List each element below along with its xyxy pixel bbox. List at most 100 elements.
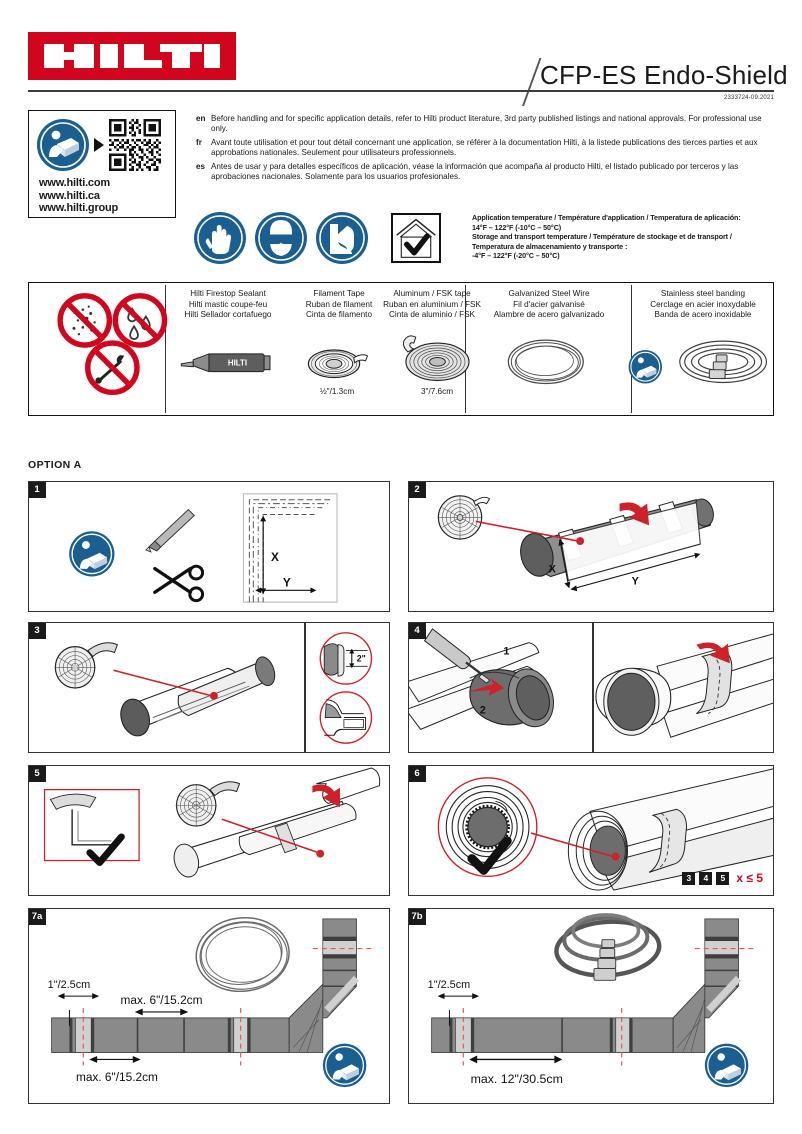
manual-qr-row: [37, 119, 161, 171]
repeat-count-label: x ≤ 5: [736, 871, 763, 885]
step-3-illustration: 2": [54, 632, 373, 744]
hilti-logo: [28, 32, 236, 80]
step-2-illustration: X Y: [437, 495, 714, 592]
filament-tape-roll-icon: [307, 349, 369, 379]
url-hilti-ca[interactable]: www.hilti.ca: [39, 189, 100, 202]
red-arrow-4: [467, 678, 505, 696]
lang-tag-es: es: [196, 162, 206, 171]
leader-line-5: [221, 818, 319, 854]
svg-text:HILTI: HILTI: [228, 359, 247, 368]
repeat-step-5: 5: [716, 871, 730, 885]
step-1-illustration: X Y: [69, 493, 338, 603]
step-panel-7b: 7b: [408, 908, 774, 1104]
wrap-roll-icon-step5: [175, 781, 241, 827]
step-7a-illustration: 1"/2.5cm max. 6"/15.2cm max. 6"/15.2cm: [48, 917, 375, 1088]
safety-boots-icon: [316, 212, 368, 264]
material-sealant-en: Hilti Firestop Sealant: [190, 289, 266, 298]
wrap-sheet: [559, 501, 701, 582]
material-label-banding: Stainless steel banding Cerclage en acie…: [633, 289, 773, 321]
material-alu-en: Aluminum / FSK tape: [393, 289, 471, 298]
utility-knife-icon: [145, 508, 195, 553]
filament-tape-roll-icon-step2: [437, 495, 491, 540]
gloves-icon: [194, 212, 246, 264]
material-alu-fr: Ruban en aluminium / FSK: [383, 299, 481, 309]
application-temp-value: 14°F – 122°F (-10°C – 50°C): [472, 222, 562, 232]
step-4-inner-divider: [592, 623, 594, 752]
step-number-7a: 7a: [29, 909, 46, 925]
step2-label-y: Y: [632, 575, 640, 587]
step-number-1: 1: [29, 482, 46, 498]
notice-text-es: Antes de usar y para detalles específico…: [211, 162, 739, 182]
red-arrow-down: [619, 502, 650, 526]
notice-fr: fr Avant toute utilisation et pour tout …: [196, 138, 776, 159]
leader-line: [475, 520, 579, 542]
page-title: CFP-ES Endo-Shield: [540, 60, 788, 90]
step2-dim-y: Y: [570, 552, 701, 592]
material-filament-en: Filament Tape: [313, 289, 365, 298]
material-filament-es: Cinta de filamento: [306, 310, 372, 320]
ppe-icon-row: [194, 212, 441, 264]
stainless-banding-icon-7b: [554, 913, 662, 981]
material-sealant-es: Hilti Sellador cortafuego: [184, 310, 272, 320]
step-6-repeat-indicator: 3 4 5 x ≤ 5: [682, 871, 763, 885]
notice-text-en: Before handling and for specific applica…: [211, 114, 762, 134]
material-wire-es: Alambre de acero galvanizado: [493, 310, 605, 320]
application-point-6: [611, 852, 620, 861]
step-number-7b: 7b: [409, 909, 426, 925]
material-wire-fr: Fil d'acier galvanisé: [513, 299, 585, 309]
repeat-step-3: 3: [682, 871, 696, 885]
indoor-storage-icon: [391, 213, 441, 263]
step-panel-6: 6: [408, 765, 774, 896]
step-3-inner-divider: [304, 623, 306, 752]
application-point-3: [209, 691, 218, 700]
no-spray-icon: [85, 340, 140, 396]
duct-template-diagram: X Y: [242, 493, 338, 603]
material-label-steel-wire: Galvanized Steel Wire Fil d'acier galvan…: [469, 289, 629, 321]
temperature-specs: Application temperature / Température d'…: [472, 213, 782, 261]
header-divider: [28, 90, 774, 92]
repeat-step-4: 4: [699, 871, 713, 885]
label-edge-7b: 1"/2.5cm: [428, 979, 471, 991]
application-point-5: [316, 849, 325, 858]
notice-es: es Antes de usar y para detalles específ…: [196, 162, 776, 183]
step-panel-1: 1: [28, 481, 390, 612]
step-number-3: 3: [29, 623, 46, 639]
step-7b-illustration: 1"/2.5cm max. 12"/30.5cm: [428, 913, 757, 1088]
steel-wire-coil-icon: [507, 339, 584, 385]
tape-application-point: [576, 537, 585, 546]
materials-divider-3: [631, 285, 632, 413]
steel-wire-coil-icon-7a: [195, 917, 290, 993]
material-band-es: Cerclage en acier inoxydable: [650, 299, 756, 309]
dim-bottom-7a: max. 6"/15.2cm: [76, 1055, 158, 1084]
material-label-filament-tape: Filament Tape Ruban de filament Cinta de…: [287, 289, 391, 321]
filament-tape-size: ½"/1.3cm: [319, 387, 355, 396]
sealant-tube-icon-step4: [423, 628, 491, 684]
label-top-span-7a: max. 6"/15.2cm: [120, 993, 202, 1007]
url-hilti-group[interactable]: www.hilti.group: [39, 202, 119, 214]
step-panel-3: 3: [28, 622, 390, 753]
prohibition-icons: HILTI: [57, 293, 768, 396]
pipe-right-4: [595, 633, 773, 738]
dim-edge-7a: 1"/2.5cm: [48, 979, 100, 1026]
step-number-6: 6: [409, 766, 426, 782]
lang-tag-fr: fr: [196, 138, 202, 147]
read-manual-icon-7a: [322, 1043, 367, 1088]
url-hilti-com[interactable]: www.hilti.com: [39, 177, 110, 189]
read-manual-icon-7b: [704, 1043, 749, 1088]
qr-code: [109, 119, 161, 171]
read-manual-icon-materials: [628, 349, 663, 384]
materials-divider-1: [165, 285, 166, 413]
label-edge-7a: 1"/2.5cm: [48, 979, 91, 991]
step-panel-2: 2: [408, 481, 774, 612]
label-bottom-span-7a: max. 6"/15.2cm: [76, 1070, 158, 1084]
step4-label-1: 1: [503, 646, 509, 658]
lang-tag-en: en: [196, 114, 206, 123]
title-separator-slash: [522, 58, 542, 106]
material-filament-fr: Ruban de filament: [305, 299, 373, 309]
band-buckles: [593, 939, 617, 981]
wrap-roll-icon-step3: [54, 642, 119, 689]
material-label-sealant: Hilti Firestop Sealant Hilti mastic coup…: [173, 289, 283, 321]
step1-label-x: X: [271, 550, 279, 564]
materials-box: HILTI: [28, 282, 774, 416]
